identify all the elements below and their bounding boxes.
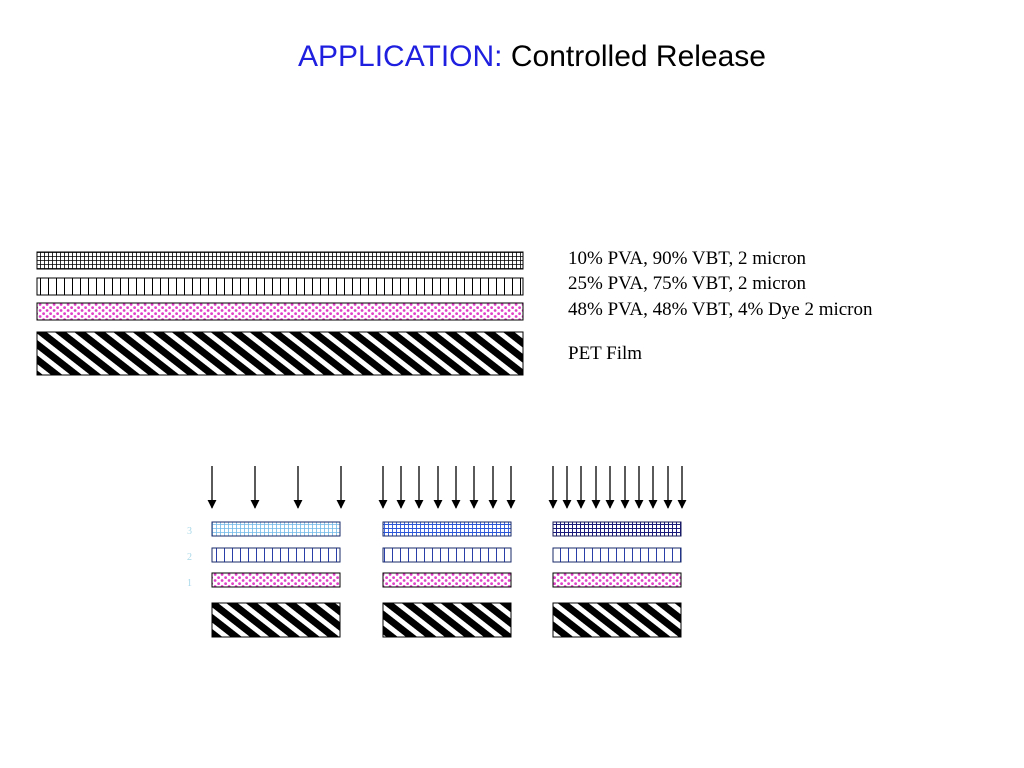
layer-numbers: 3 2 1	[187, 526, 192, 589]
stage-2-dye-layer	[382, 572, 512, 588]
stage-1-arrows	[207, 466, 346, 509]
layer-label-dye-layer: 48% PVA, 48% VBT, 4% Dye 2 micron	[568, 299, 873, 320]
stage-3-arrows	[548, 466, 687, 509]
layer-middle-coat	[36, 277, 524, 296]
stage-2-middle-coat	[382, 547, 512, 563]
layer-label-middle-coat: 25% PVA, 75% VBT, 2 micron	[568, 273, 807, 294]
stage-1-middle-coat	[211, 547, 341, 563]
layer-stack-legend	[36, 251, 524, 376]
slide-title: APPLICATION: Controlled Release	[0, 40, 1024, 74]
stage-3-middle-coat	[552, 547, 682, 563]
layer-top-coat	[36, 251, 524, 270]
layer-pet-film	[36, 331, 524, 376]
layer-label-top-coat: 10% PVA, 90% VBT, 2 micron	[568, 248, 807, 269]
layer-number-3: 3	[187, 526, 192, 537]
stage-1	[207, 466, 346, 638]
stage-3-dye-layer	[552, 572, 682, 588]
stage-3-top-coat	[552, 521, 682, 537]
title-main: Controlled Release	[510, 40, 766, 73]
stage-2-top-coat	[382, 521, 512, 537]
layer-number-1: 1	[187, 578, 192, 589]
stage-3	[548, 466, 687, 638]
stage-1-pet-film	[211, 602, 341, 638]
layer-label-pet-film: PET Film	[568, 343, 643, 364]
stage-3-pet-film	[552, 602, 682, 638]
stage-1-top-coat	[211, 521, 341, 537]
stage-2-pet-film	[382, 602, 512, 638]
layer-dye	[36, 302, 524, 321]
stage-2-arrows	[378, 466, 516, 509]
layer-number-2: 2	[187, 552, 192, 563]
stage-1-dye-layer	[211, 572, 341, 588]
stage-2	[378, 466, 516, 638]
title-prefix: APPLICATION:	[298, 40, 503, 73]
